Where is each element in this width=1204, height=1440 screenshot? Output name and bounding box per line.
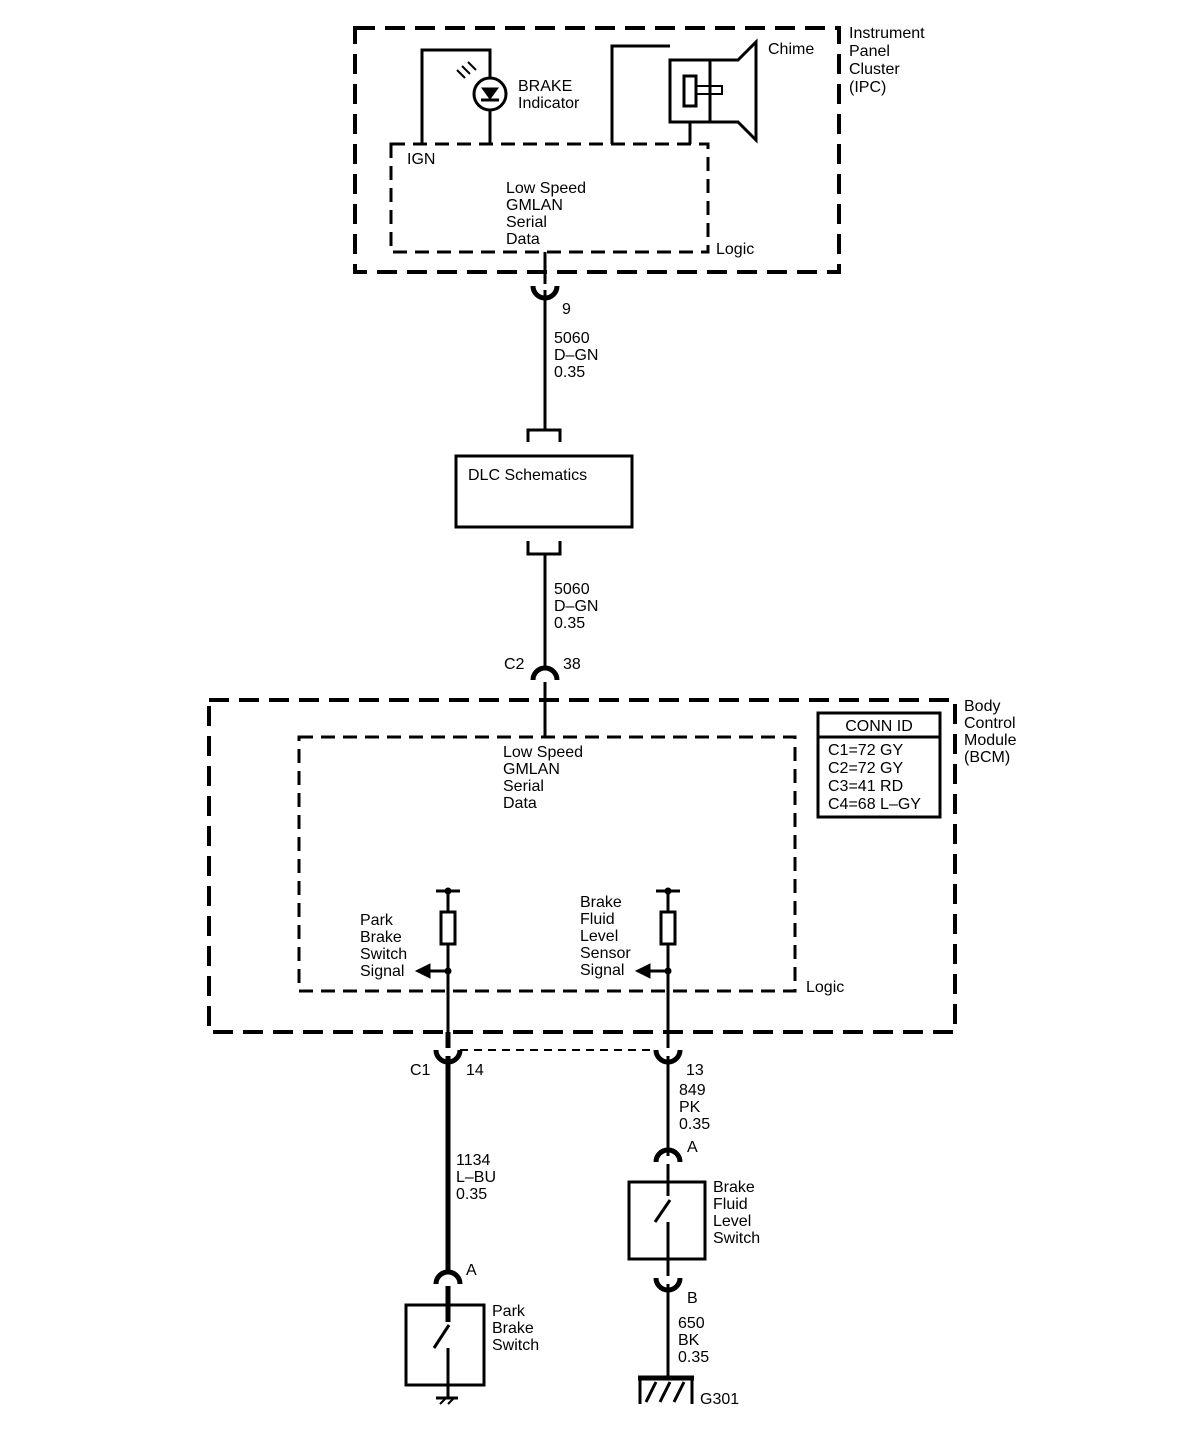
bcm-logic-label: Logic (806, 979, 844, 996)
ipc-connector-9: 9 (530, 252, 571, 430)
ground-label: G301 (700, 1391, 739, 1408)
wire-park-label: 1134 L–BU 0.35 (456, 1152, 500, 1203)
dlc-box (454, 454, 634, 529)
brake-indicator-wire (420, 48, 492, 144)
c1-connector: C1 14 13 (410, 1032, 704, 1079)
dlc-label: DLC Schematics (468, 467, 587, 484)
wire-upper-label: 5060 D–GN 0.35 (554, 330, 603, 381)
bcm-module: Body Control Module (BCM) CONN ID C1=72 … (207, 698, 1021, 1034)
park-pin-a-label: A (466, 1262, 477, 1279)
ipc-gmlan-label: Low Speed GMLAN Serial Data (506, 180, 591, 248)
ipc-module: Instrument Panel Cluster (IPC) IGN Low S… (353, 25, 929, 274)
conn-id-table: CONN ID C1=72 GY C2=72 GY C3=41 RD C4=68… (816, 711, 942, 819)
c1-pin-left-label: 14 (466, 1062, 484, 1079)
fluid-pin-b-label: B (687, 1290, 698, 1307)
bcm-logic-box (297, 735, 797, 993)
brake-fluid-level-switch: A B Brake Fluid Level Switch (627, 1139, 760, 1307)
park-pullup-resistor (414, 887, 460, 1032)
ipc-logic-box (389, 142, 710, 254)
park-signal-label: Park Brake Switch Signal (360, 912, 412, 980)
conn-id-title: CONN ID (845, 718, 913, 735)
bcm-module-name: Body Control Module (BCM) (964, 698, 1021, 766)
fluid-pullup-resistor (634, 887, 680, 1032)
wire-ground-label: 650 BK 0.35 (678, 1315, 709, 1366)
brake-indicator-label: BRAKE Indicator (518, 78, 580, 112)
bcm-outline (207, 698, 957, 1034)
ipc-module-name: Instrument Panel Cluster (IPC) (849, 25, 929, 96)
dlc-block: DLC Schematics (454, 428, 634, 670)
c1-pin-right-label: 13 (686, 1062, 704, 1079)
fluid-signal-label: Brake Fluid Level Sensor Signal (580, 894, 635, 979)
ipc-logic-label: Logic (716, 241, 754, 258)
ground-g301: G301 (638, 1375, 739, 1408)
ipc-pin-label: 9 (562, 301, 571, 318)
brake-led-icon (456, 61, 508, 112)
chime-label: Chime (768, 41, 814, 58)
wire-lower-label: 5060 D–GN 0.35 (554, 581, 603, 632)
ipc-outline (353, 26, 841, 274)
chime-wire (610, 44, 670, 144)
c1-connector-label: C1 (410, 1062, 431, 1079)
wire-fluid-label: 849 PK 0.35 (679, 1082, 710, 1133)
bcm-connector-c2: C2 38 (504, 656, 581, 738)
bcm-gmlan-label: Low Speed GMLAN Serial Data (503, 744, 588, 812)
fluid-pin-a-label: A (687, 1139, 698, 1156)
conn-id-rows: C1=72 GY C2=72 GY C3=41 RD C4=68 L–GY (828, 742, 921, 813)
ipc-ign-label: IGN (407, 151, 435, 168)
fluid-switch-label: Brake Fluid Level Switch (713, 1179, 760, 1247)
c2-connector-label: C2 (504, 656, 525, 673)
c2-pin-label: 38 (563, 656, 581, 673)
park-brake-switch: A Park Brake Switch (404, 1262, 539, 1405)
park-switch-label: Park Brake Switch (492, 1303, 539, 1354)
chime-speaker-icon (668, 38, 758, 144)
